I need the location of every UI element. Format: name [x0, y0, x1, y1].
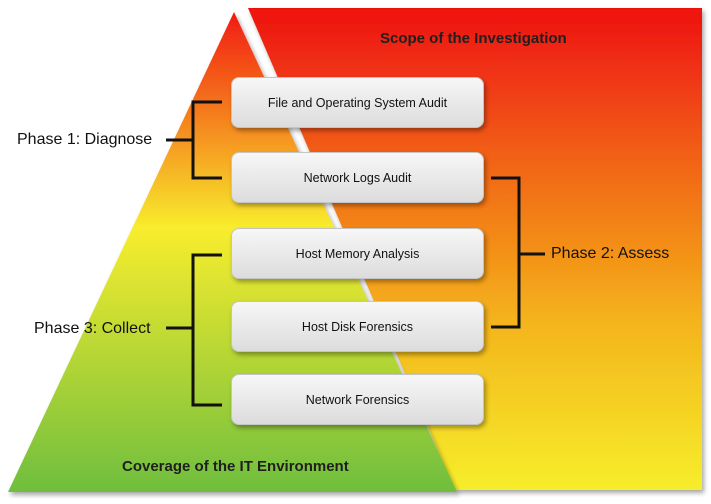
step-host-disk-forensics: Host Disk Forensics	[231, 301, 484, 352]
step-file-os-audit: File and Operating System Audit	[231, 77, 484, 128]
phase1-label: Phase 1: Diagnose	[17, 131, 153, 148]
coverage-title: Coverage of the IT Environment	[122, 458, 349, 475]
step-network-forensics: Network Forensics	[231, 374, 484, 425]
phase2-bracket	[491, 176, 545, 329]
phase3-label: Phase 3: Collect	[34, 320, 151, 337]
scope-title: Scope of the Investigation	[380, 30, 567, 47]
phase3-bracket	[166, 253, 222, 407]
phase2-label: Phase 2: Assess	[551, 245, 670, 262]
step-network-logs-audit: Network Logs Audit	[231, 152, 484, 203]
step-host-memory-analysis: Host Memory Analysis	[231, 228, 484, 279]
phase1-bracket	[166, 100, 222, 180]
